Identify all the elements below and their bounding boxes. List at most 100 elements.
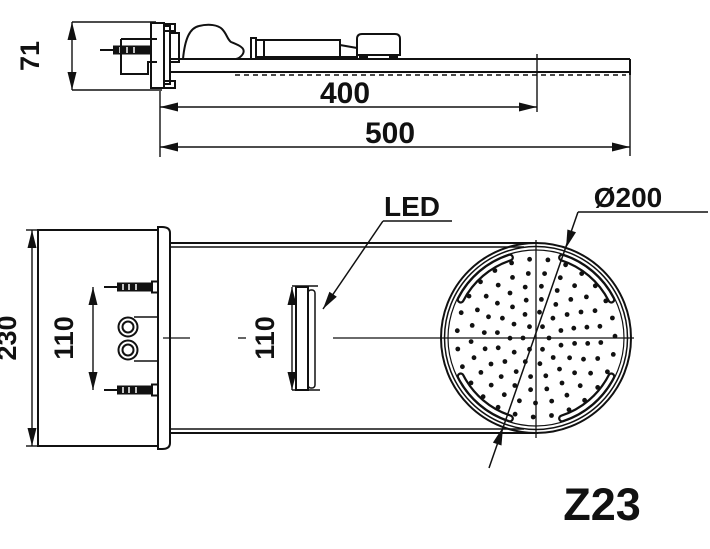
nozzle-dot (501, 392, 507, 398)
plan-view (37, 226, 634, 450)
nozzle-dot (578, 309, 584, 315)
nozzle-dot (486, 314, 491, 320)
arrowhead (67, 72, 77, 90)
nozzle-dot (557, 275, 563, 281)
nozzle-dot (559, 380, 565, 386)
nozzle-dot (528, 387, 533, 393)
led-label: LED (384, 191, 440, 222)
nozzle-dot (495, 282, 501, 288)
nozzle-dot (537, 309, 542, 315)
nozzle-dot (527, 256, 532, 262)
arrowhead (566, 229, 576, 248)
nozzle-dot (572, 283, 577, 289)
nozzle-dot (584, 324, 590, 330)
nozzle-dot (595, 385, 601, 390)
arrowhead (88, 287, 98, 305)
nozzle-dot (507, 290, 513, 296)
dim-110-anchors-label: 110 (49, 316, 79, 360)
nozzle-dots (454, 256, 618, 420)
nozzle-dot (527, 324, 532, 330)
nozzle-dot (572, 370, 577, 376)
nozzle-dot (540, 346, 545, 352)
anchor-screw-top (104, 280, 159, 294)
dimension-500 (160, 75, 631, 156)
nozzle-dot (500, 315, 505, 321)
nozzle-dot (572, 341, 577, 346)
nozzle-dot (495, 330, 500, 335)
nozzle-dot (545, 257, 551, 263)
nozzle-dot (566, 407, 572, 413)
nozzle-dot (550, 355, 556, 360)
nozzle-dot (550, 315, 556, 321)
nozzle-dot (510, 304, 515, 310)
nozzle-dot (512, 411, 518, 417)
nozzle-dot (502, 359, 508, 364)
nozzle-dot (564, 312, 570, 317)
nozzle-dot (584, 294, 589, 300)
nozzle-dot (595, 356, 601, 361)
nozzle-dot (603, 298, 609, 304)
arrowhead (27, 230, 37, 248)
nozzle-dot (558, 328, 564, 333)
nozzle-dot (610, 352, 616, 357)
dimension-110-led (287, 285, 320, 391)
nozzle-dot (517, 398, 522, 404)
nozzle-dot (543, 373, 549, 379)
dimension-110-anchors (88, 287, 98, 390)
nozzle-dot (481, 330, 487, 335)
nozzle-dot (488, 361, 494, 367)
nozzle-dot (480, 394, 486, 400)
nozzle-dot (458, 310, 464, 316)
nozzle-dot (537, 361, 543, 367)
nozzle-dot (564, 392, 570, 398)
nozzle-dot (582, 397, 587, 403)
arrowhead (492, 427, 503, 446)
swivel-joint (181, 23, 245, 60)
nozzle-dot (585, 341, 591, 346)
nozzle-dot (549, 398, 555, 404)
arrowhead (287, 372, 297, 390)
nozzle-dot (523, 297, 529, 303)
nozzle-dot (488, 382, 494, 388)
diameter-label: Ø200 (594, 182, 663, 213)
nozzle-dot (567, 355, 572, 361)
nozzle-dot (510, 275, 515, 280)
diameter-callout (488, 211, 708, 469)
nozzle-dot (542, 271, 547, 276)
nozzle-dot (495, 345, 501, 351)
nozzle-dot (509, 260, 514, 266)
nozzle-dot (475, 307, 480, 313)
dim-110-led-label: 110 (250, 316, 280, 360)
nozzle-dot (558, 342, 564, 348)
nozzle-dot (579, 271, 585, 276)
nozzle-dot (597, 323, 603, 329)
nozzle-dot (468, 339, 474, 344)
arrowhead (160, 142, 178, 152)
nozzle-dot (455, 346, 461, 352)
nozzle-dot (540, 324, 545, 330)
dimension-400 (159, 54, 538, 157)
nozzle-dot (511, 321, 517, 327)
nozzle-dot (478, 370, 484, 375)
nozzle-dot (554, 288, 560, 293)
arrowhead (88, 372, 98, 390)
nozzle-dot (466, 293, 472, 299)
nozzle-dot (605, 369, 610, 375)
led-strip (295, 286, 316, 391)
nozzle-dot (581, 356, 586, 362)
nozzle-dot (568, 297, 574, 302)
nozzle-dot (544, 386, 550, 392)
nozzle-dot (549, 413, 554, 418)
nozzle-dot (525, 271, 531, 276)
nozzle-dot (469, 323, 475, 328)
nozzle-dot (492, 268, 498, 273)
nozzle-dot (522, 284, 528, 290)
dim-71-label: 71 (15, 41, 45, 71)
side-view (100, 22, 631, 89)
led-callout (322, 220, 452, 310)
arrowhead (160, 102, 178, 112)
arrowhead (27, 428, 37, 446)
anchor-screw-bottom (104, 383, 159, 397)
nozzle-dot (592, 283, 598, 289)
